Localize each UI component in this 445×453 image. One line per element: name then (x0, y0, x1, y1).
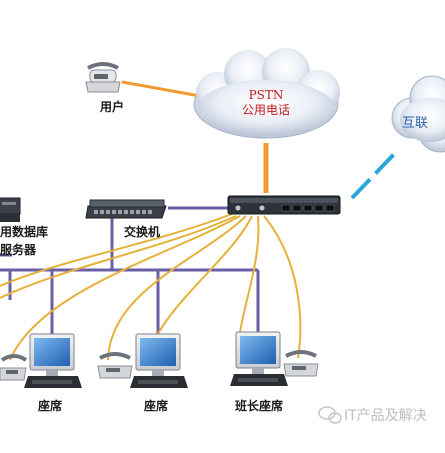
database-server-icon (0, 197, 21, 222)
user-pstn-link (121, 80, 201, 98)
server-label-line2: 服务器 (0, 243, 37, 257)
seat-phone-3 (283, 350, 319, 377)
pstn-subtitle: 公用电话 (241, 103, 290, 117)
pstn-title: PSTN (248, 88, 284, 102)
watermark-logo-icon (318, 406, 342, 424)
internet-label: 互联 (402, 116, 429, 131)
seat-workstation-3 (230, 331, 288, 386)
user-label: 用户 (100, 100, 125, 114)
seat-label-2: 座席 (144, 399, 169, 413)
seat-phone-1 (0, 354, 28, 381)
pstn-cloud-label: PSTN 公用电话 (226, 88, 306, 118)
internet-cloud-shape (391, 75, 445, 153)
switch-label: 交换机 (124, 225, 161, 239)
pstn-cloud-shape (193, 48, 340, 139)
seat-workstation-2 (130, 333, 188, 388)
internet-link (350, 148, 400, 200)
seat-workstation-1 (24, 333, 82, 388)
seat-label-1: 座席 (38, 399, 63, 413)
gateway-cables (0, 213, 302, 361)
voice-gateway-icon (227, 195, 341, 215)
seat-phone-2 (97, 352, 133, 379)
server-label-line1: 用数据库 (0, 225, 49, 239)
watermark-text: IT产品及解决 (344, 408, 427, 424)
seat-label-3: 班长座席 (235, 399, 284, 413)
user-phone-icon (85, 62, 121, 93)
switch-icon (85, 199, 167, 219)
